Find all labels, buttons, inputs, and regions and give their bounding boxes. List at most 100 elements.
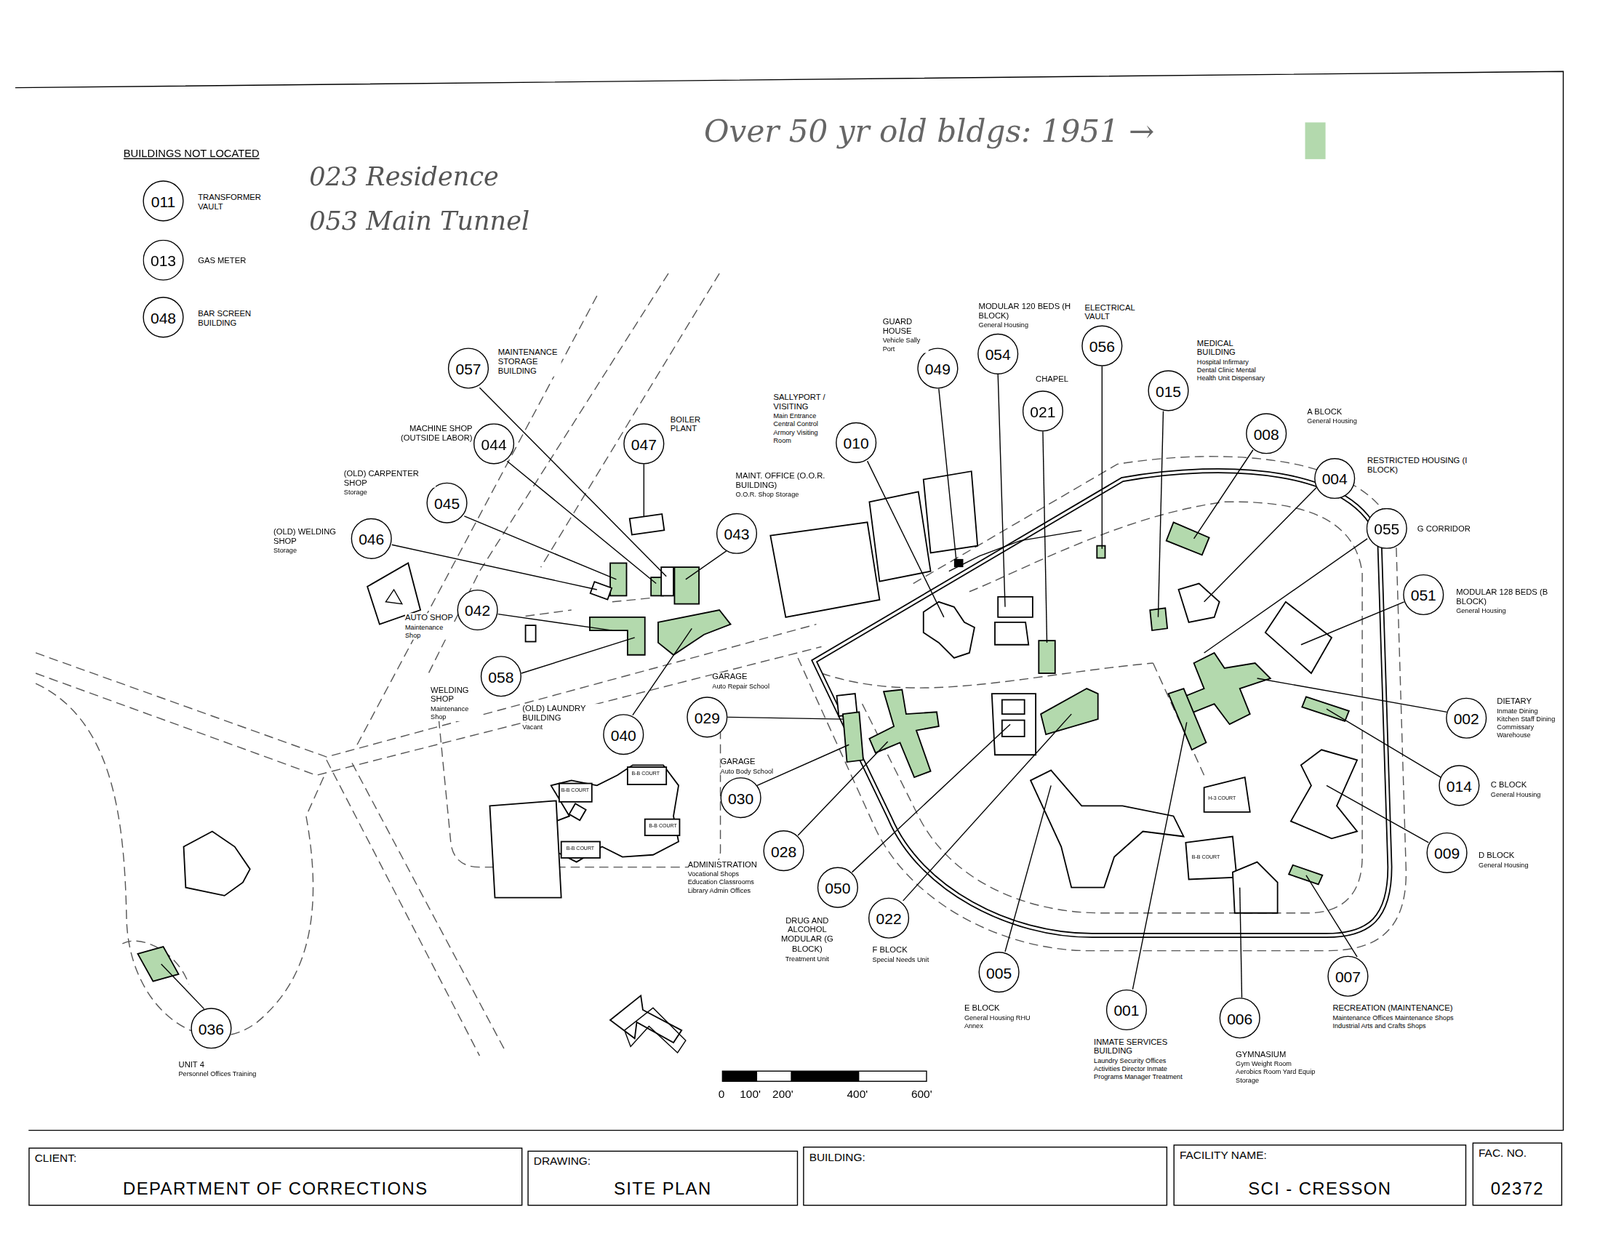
callout-number: 051 — [1410, 586, 1437, 603]
field-value: SITE PLAN — [528, 1179, 798, 1200]
callout-number: 002 — [1453, 710, 1480, 726]
building-name: INMATE SERVICES BUILDING — [1093, 1037, 1191, 1057]
building-description: (OLD) WELDING SHOPStorage — [273, 527, 350, 555]
building-description: GARAGEAuto Repair School — [712, 672, 794, 691]
building-name: UNIT 4 — [178, 1060, 205, 1070]
building-name: RESTRICTED HOUSING (I BLOCK) — [1367, 456, 1470, 475]
callout-circle: 057MAINTENANCE STORAGE BUILDING — [448, 347, 489, 389]
building-name: GARAGE — [712, 672, 747, 683]
building-description: ELECTRICAL VAULT — [1084, 303, 1138, 323]
building-use: Vehicle Sally Port — [882, 337, 929, 354]
legend-swatch — [1305, 122, 1326, 160]
callout-circle: 054MODULAR 120 BEDS (H BLOCK)General Hou… — [977, 333, 1019, 375]
building-name: F BLOCK — [872, 946, 908, 956]
callout-number: 015 — [1155, 383, 1182, 399]
building-name: ADMINISTRATION — [688, 860, 758, 870]
building-description: GARAGEAuto Body School — [720, 757, 803, 776]
scale-label: 600' — [911, 1088, 933, 1101]
callout-number: 022 — [876, 910, 902, 926]
building-description: GYMNASIUMGym Weight Room Aerobics Room Y… — [1235, 1050, 1318, 1085]
building-description: WELDING SHOPMaintenance Shop — [430, 685, 482, 722]
building-description: C BLOCKGeneral Housing — [1490, 780, 1563, 799]
building-description: MAINT. OFFICE (O.O.R. BUILDING)O.O.R. Sh… — [736, 471, 826, 499]
building-use: Hospital Infirmary Dental Clinic Mental … — [1197, 358, 1267, 383]
building-description: DRUG AND ALCOHOL MODULAR (G BLOCK)Treatm… — [775, 916, 839, 963]
callout-number: 030 — [728, 790, 754, 806]
building-name: SALLYPORT / VISITING — [773, 392, 835, 412]
building-name: DRUG AND ALCOHOL MODULAR (G BLOCK) — [775, 916, 839, 955]
callout-circle: 008A BLOCKGeneral Housing — [1245, 413, 1287, 454]
building-use: Auto Body School — [720, 767, 774, 776]
building-name: BOILER PLANT — [670, 415, 722, 435]
scale-label: 0 — [718, 1088, 726, 1101]
building-use: Special Needs Unit — [872, 956, 930, 965]
building-name: D BLOCK — [1478, 850, 1515, 861]
callout-number: 054 — [985, 346, 1011, 362]
building-name: AUTO SHOP — [405, 613, 454, 623]
building-use: Main Entrance Central Control Armory Vis… — [773, 412, 835, 445]
callout-circle: 055G CORRIDOR — [1366, 508, 1408, 550]
building-name: ELECTRICAL VAULT — [1084, 303, 1138, 323]
title-block-cell: BUILDING: — [802, 1146, 1168, 1206]
callout-number: 046 — [358, 530, 384, 547]
title-block-cell: FAC. NO.02372 — [1472, 1142, 1563, 1206]
building-description: MACHINE SHOP (OUTSIDE LABOR) — [378, 424, 473, 444]
callout-number: 007 — [1335, 968, 1361, 984]
field-heading: FAC. NO. — [1478, 1146, 1527, 1160]
court-label: B-B COURT — [631, 771, 659, 778]
legend-text: Over 50 yr old bldgs: 1951 → — [704, 114, 1155, 148]
building-description: BAR SCREEN BUILDING — [197, 309, 270, 328]
callout-circle: 049GUARD HOUSEVehicle Sally Port — [917, 347, 958, 389]
building-name: G CORRIDOR — [1417, 524, 1471, 534]
callout-circle: 051MODULAR 128 BEDS (B BLOCK)General Hou… — [1402, 574, 1444, 616]
callout-circle: 043MAINT. OFFICE (O.O.R. BUILDING)O.O.R.… — [716, 513, 758, 555]
callout-circle: 021CHAPEL — [1022, 390, 1064, 432]
callout-circle: 014C BLOCKGeneral Housing — [1438, 765, 1480, 806]
callout-circle: 005E BLOCKGeneral Housing RHU Annex — [978, 952, 1020, 993]
building-use: Maintenance Shop — [430, 705, 482, 722]
building-use: Personnel Offices Training — [178, 1070, 257, 1079]
callout-number: 010 — [843, 434, 870, 451]
scale-label: 400' — [847, 1088, 869, 1101]
callout-number: 048 — [150, 309, 176, 326]
callout-number: 011 — [151, 193, 176, 209]
handwritten-note: 023 Residence — [309, 162, 499, 192]
building-use: Inmate Dining Kitchen Staff Dining Commi… — [1496, 707, 1556, 740]
callout-number: 004 — [1322, 471, 1348, 487]
building-description: GAS METER — [197, 256, 280, 266]
building-name: CHAPEL — [1035, 374, 1069, 384]
building-description: RECREATION (MAINTENANCE)Maintenance Offi… — [1332, 1004, 1475, 1031]
building-name: GAS METER — [197, 256, 246, 266]
callout-circle: 001INMATE SERVICES BUILDINGLaundry Secur… — [1106, 989, 1147, 1031]
field-heading: BUILDING: — [809, 1151, 866, 1164]
field-value: SCI - CRESSON — [1174, 1179, 1466, 1200]
building-description: BOILER PLANT — [670, 415, 722, 435]
building-name: GARAGE — [720, 757, 756, 767]
callout-circle: 058WELDING SHOPMaintenance Shop — [480, 656, 522, 697]
callout-circle: 009D BLOCKGeneral Housing — [1426, 832, 1467, 874]
building-description: F BLOCKSpecial Needs Unit — [872, 946, 955, 965]
title-block-cell: FACILITY NAME:SCI - CRESSON — [1173, 1144, 1467, 1206]
building-description: AUTO SHOPMaintenance Shop — [405, 613, 456, 640]
callout-number: 001 — [1113, 1002, 1139, 1019]
callout-circle: 056ELECTRICAL VAULT — [1081, 325, 1123, 367]
building-name: (OLD) LAUNDRY BUILDING — [522, 704, 599, 723]
building-use: Storage — [344, 489, 368, 498]
title-block-cell: CLIENT:DEPARTMENT OF CORRECTIONS — [28, 1147, 523, 1206]
building-description: INMATE SERVICES BUILDINGLaundry Security… — [1093, 1037, 1191, 1082]
callout-circle: 011TRANSFORMER VAULT — [142, 180, 184, 222]
callout-circle: 028ADMINISTRATIONVocational Shops Educat… — [762, 830, 804, 872]
callout-circle: 050DRUG AND ALCOHOL MODULAR (G BLOCK)Tre… — [817, 867, 859, 909]
field-heading: DRAWING: — [533, 1154, 591, 1168]
callout-number: 057 — [455, 360, 481, 376]
court-label: H-3 COURT — [1208, 795, 1236, 802]
callout-circle: 015MEDICAL BUILDINGHospital Infirmary De… — [1147, 370, 1189, 411]
callout-number: 005 — [986, 965, 1012, 981]
building-description: E BLOCKGeneral Housing RHU Annex — [964, 1004, 1036, 1031]
building-name: C BLOCK — [1490, 780, 1527, 790]
building-use: Maintenance Shop — [405, 624, 456, 640]
callout-circle: 044MACHINE SHOP (OUTSIDE LABOR) — [473, 423, 515, 464]
building-description: DIETARYInmate Dining Kitchen Staff Dinin… — [1496, 696, 1556, 739]
building-name: E BLOCK — [964, 1004, 1000, 1014]
building-description: MEDICAL BUILDINGHospital Infirmary Denta… — [1197, 338, 1267, 383]
